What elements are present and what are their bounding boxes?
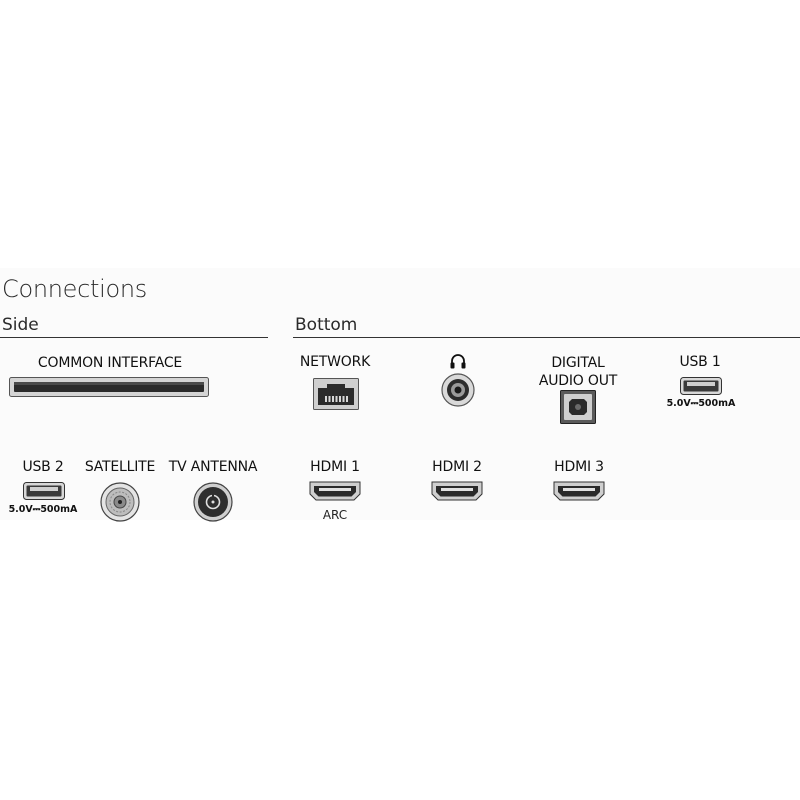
hdmi-port-icon <box>553 481 605 501</box>
page-title: Connections <box>2 275 148 303</box>
tv-antenna-label: TV ANTENNA <box>168 459 258 475</box>
section-side-label: Side <box>2 315 39 335</box>
hdmi3-label: HDMI 3 <box>554 459 604 475</box>
usb-port-icon <box>23 482 65 500</box>
satellite-label: SATELLITE <box>84 459 156 475</box>
headphone-icon <box>449 352 467 370</box>
digital-audio-out-label: DIGITAL AUDIO OUT <box>528 354 628 390</box>
common-interface-label: COMMON INTERFACE <box>37 355 183 371</box>
usb-port-icon <box>680 377 722 395</box>
headphone-jack-icon <box>441 372 475 408</box>
digital-audio-out-label-line1: DIGITAL <box>551 355 605 371</box>
hdmi1-label: HDMI 1 <box>310 459 360 475</box>
hdmi2-label: HDMI 2 <box>432 459 482 475</box>
antenna-connector-icon <box>193 482 233 522</box>
usb1-label: USB 1 <box>679 354 721 370</box>
ci-slot-icon <box>9 377 209 397</box>
usb2-label: USB 2 <box>22 459 64 475</box>
digital-audio-out-label-line2: AUDIO OUT <box>538 373 618 389</box>
optical-port-icon <box>560 390 596 424</box>
section-bottom-divider <box>293 337 800 338</box>
section-side-divider <box>0 337 268 338</box>
hdmi-port-icon <box>431 481 483 501</box>
usb2-power-spec: 5.0V⎓500mA <box>8 504 78 515</box>
usb1-power-spec: 5.0V⎓500mA <box>666 398 736 409</box>
network-label: NETWORK <box>299 354 371 370</box>
satellite-connector-icon <box>100 482 140 522</box>
section-bottom-label: Bottom <box>295 315 358 335</box>
ethernet-port-icon <box>313 378 359 410</box>
hdmi-port-icon <box>309 481 361 501</box>
hdmi1-arc-label: ARC <box>322 508 348 522</box>
